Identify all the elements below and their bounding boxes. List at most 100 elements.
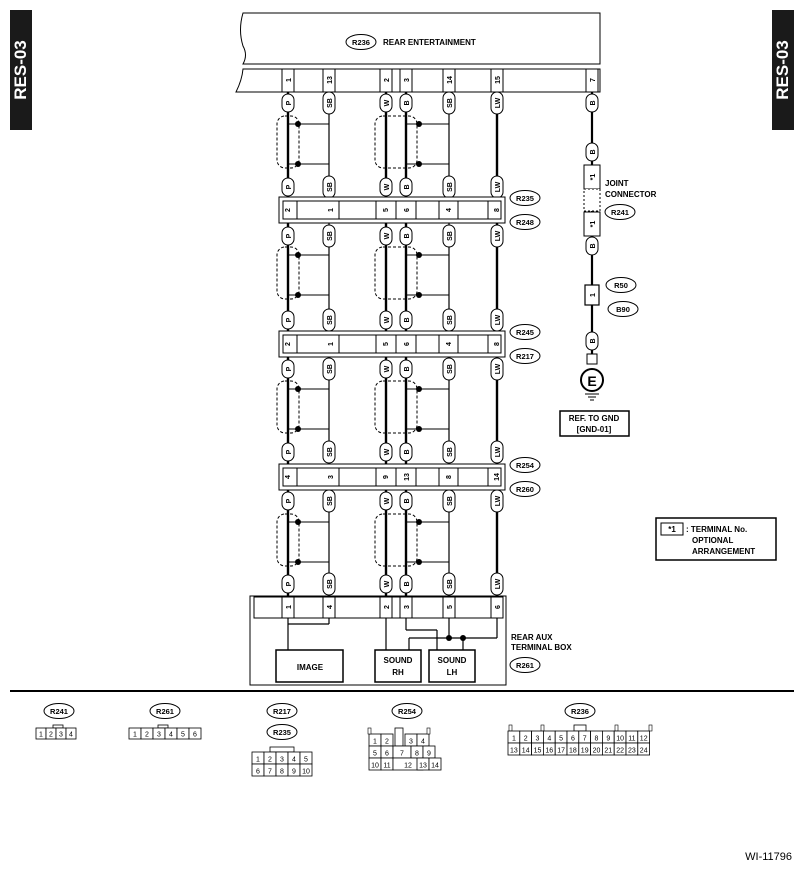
view-latch: [367, 727, 372, 735]
sound-lh-label-2: LH: [447, 668, 458, 677]
view-key: [157, 724, 169, 729]
wire-color-SB-text: SB: [447, 364, 454, 374]
wire-color-SB: [442, 440, 456, 464]
section-tag-left: RES-03: [10, 10, 32, 130]
shield-loop-left: [276, 380, 300, 434]
connector-pin-5: 5: [383, 208, 390, 212]
wire-color-SB: [322, 357, 336, 381]
connector-code-R248-text: R248: [516, 218, 534, 227]
view-r236-pin-3: 3: [536, 736, 540, 743]
splice-dot: [295, 161, 301, 167]
connector-pin-14: 14: [494, 473, 501, 481]
view-r236-pin-15: 15: [534, 748, 542, 755]
wire-color-SB-text: SB: [327, 579, 334, 589]
wire-color-SB: [442, 91, 456, 115]
wire-color-SB: [322, 572, 336, 596]
splice-dot: [416, 121, 422, 127]
wire-color-SB-text: SB: [447, 182, 454, 192]
joint-connector-mid: [583, 188, 601, 212]
view-r236-pin-18: 18: [569, 748, 577, 755]
view-r254-pin-10: 10: [371, 763, 379, 770]
wire-color-W-text: W: [384, 316, 391, 323]
wire-color-W: [379, 226, 393, 246]
connector-code-R235-outline: [509, 190, 541, 206]
shield-loop-left: [276, 246, 300, 300]
joint-connector-label-1: JOINT: [605, 179, 629, 188]
view-r254-pin-4: 4: [421, 739, 425, 746]
wire-color-SB-text: SB: [447, 579, 454, 589]
connector-code-R248-outline: [509, 214, 541, 230]
wire-color-LW: [490, 91, 504, 115]
ground-symbol-letter: E: [587, 373, 596, 389]
connector-pin-4: 4: [446, 342, 453, 346]
view-r236-pin-23: 23: [628, 748, 636, 755]
wire-color-SB-text: SB: [447, 447, 454, 457]
wire-color-W: [379, 177, 393, 197]
view-code-R254-text: R254: [398, 707, 417, 716]
wire-color-SB-text: SB: [447, 315, 454, 325]
rear-aux-label-2: TERMINAL BOX: [511, 643, 572, 652]
connector-inner-R235: [282, 200, 502, 220]
wire-color-P-text: P: [286, 581, 293, 586]
view-r217-cell: [299, 763, 313, 777]
view-code-R241-outline: [43, 703, 75, 719]
wire-color-LW: [490, 224, 504, 248]
ground-wire-color-text: B: [590, 149, 597, 154]
wire-color-SB: [442, 224, 456, 248]
connector-pin-2: 2: [285, 342, 292, 346]
ground-wire-color: [585, 331, 599, 351]
splice-dot: [295, 426, 301, 432]
view-r236-pin-10: 10: [616, 736, 624, 743]
splice-dot: [416, 519, 422, 525]
wire-color-W-text: W: [384, 232, 391, 239]
view-r254-pin-7: 7: [400, 751, 404, 758]
joint-connector-label-2: CONNECTOR: [605, 190, 657, 199]
view-r217-pin-5: 5: [304, 757, 308, 764]
wire-color-B: [399, 574, 413, 594]
ground-connector-code-2-outline: [607, 301, 639, 317]
view-r261-pin-6: 6: [193, 732, 197, 739]
connector-pin-1: 1: [328, 342, 335, 346]
view-latch: [426, 727, 431, 735]
legend-text-1: : TERMINAL No.: [686, 525, 747, 534]
wire-color-SB: [322, 440, 336, 464]
shield-loop-left: [276, 513, 300, 567]
splice-dot: [416, 426, 422, 432]
wire-color-P: [281, 177, 295, 197]
joint-connector-code-text: R241: [611, 208, 629, 217]
view-r254-pin-2: 2: [385, 739, 389, 746]
wire-color-SB-text: SB: [447, 496, 454, 506]
connector-pin-8: 8: [494, 342, 501, 346]
splice-dot: [295, 252, 301, 258]
joint-connector-bottom: [583, 211, 601, 237]
connector-code-R260-outline: [509, 481, 541, 497]
view-r236-pin-12: 12: [640, 736, 648, 743]
bottom-pin-2: 2: [384, 605, 391, 609]
ground-connector-code-1-outline: [605, 277, 637, 293]
view-r236-pin-8: 8: [595, 736, 599, 743]
connector-pin-6: 6: [404, 342, 411, 346]
ground-connector-pin: 1: [590, 293, 597, 297]
view-r254-pin-14: 14: [431, 763, 439, 770]
wire-color-W-text: W: [384, 448, 391, 455]
connector-pin-9: 9: [383, 475, 390, 479]
wire-color-P-text: P: [286, 317, 293, 322]
view-r254-cell: [428, 757, 442, 771]
wire-color-SB-text: SB: [447, 98, 454, 108]
wire-color-LW: [490, 357, 504, 381]
connector-pin-8: 8: [494, 208, 501, 212]
rear-entertainment-label: REAR ENTERTAINMENT: [383, 38, 476, 47]
view-r236-pin-2: 2: [524, 736, 528, 743]
connector-pin-4: 4: [446, 208, 453, 212]
ground-ref-line-2: [GND-01]: [577, 425, 612, 434]
wire-color-B-text: B: [404, 449, 411, 454]
view-latch: [614, 724, 619, 732]
wire-color-B-text: B: [404, 184, 411, 189]
view-code-R235-text: R235: [273, 728, 291, 737]
wire-color-LW-text: LW: [495, 446, 502, 457]
view-code-R217-text: R217: [273, 707, 291, 716]
view-r236-pin-4: 4: [547, 736, 551, 743]
shield-loop-right: [374, 380, 418, 434]
rear-entertainment-unit: [240, 12, 601, 65]
view-r254-pin-3: 3: [409, 739, 413, 746]
